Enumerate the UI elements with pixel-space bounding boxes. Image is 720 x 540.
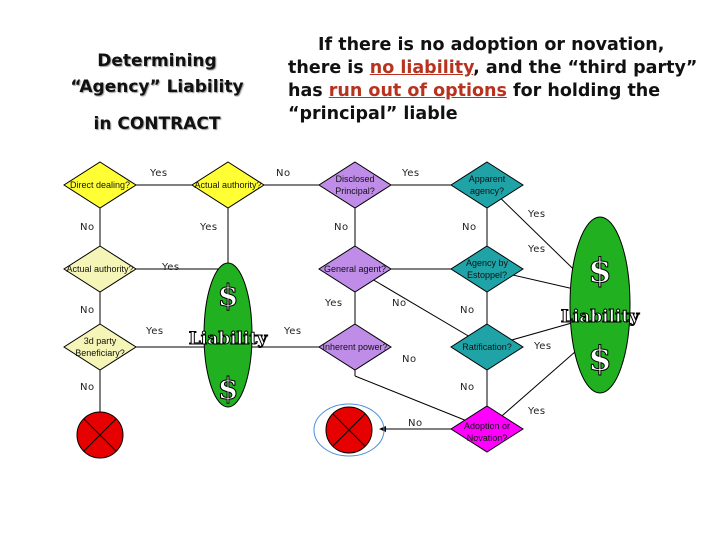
edge-label-yes-11: Yes (527, 406, 546, 417)
edge-label-yes-4: Yes (527, 209, 546, 220)
diamond-direct-dealing (63, 161, 137, 209)
diamond-ratification (450, 323, 524, 371)
liability-node-right: $ Liability $ (560, 216, 641, 394)
diamond-apparent-agency (450, 161, 524, 209)
conclusion-highlight-2: run out of options (328, 81, 507, 101)
liability-word-center: Liability (189, 329, 269, 349)
edge-label-no-7: No (460, 305, 475, 316)
conclusion-highlight-1: no liability (369, 58, 474, 78)
label-adoption-line-2: Novation? (467, 433, 508, 443)
dollar-sign-right-top: $ (588, 251, 612, 291)
label-inherent-power: Inherent power? (322, 342, 387, 352)
label-actual-authority-2: Actual authority? (66, 264, 133, 274)
edge-label-yes-7: Yes (324, 298, 343, 309)
title-line-2: “Agency” Liability (70, 77, 244, 97)
label-apparent-line-2: agency? (470, 186, 504, 196)
label-ratification: Ratification? (462, 342, 512, 352)
decision-nodes (63, 161, 524, 453)
diamond-adoption-novation (450, 405, 524, 453)
diamond-inherent-power (318, 323, 392, 371)
connector-general-no (354, 268, 488, 348)
edge-label-no-8: No (402, 354, 417, 365)
cross-line-4 (332, 413, 366, 447)
liability-ellipse-right (569, 216, 631, 394)
edge-label-no-4: No (462, 222, 477, 233)
edge-label-no-6: No (392, 298, 407, 309)
liability-word-right: Liability (561, 307, 641, 327)
label-actual-authority-1: Actual authority? (194, 180, 261, 190)
highlight-ring (313, 403, 385, 457)
diamond-actual-authority-1 (191, 161, 265, 209)
dollar-sign-right-bottom: $ (588, 339, 612, 379)
edge-label-yes-2: Yes (401, 168, 420, 179)
conclusion-part-3: for holding the “principal” liable (288, 81, 661, 124)
label-direct-dealing: Direct dealing? (70, 180, 130, 190)
cross-line-2 (83, 418, 117, 452)
diamond-agency-by-estoppel (450, 245, 524, 293)
edge-label-yes-9: Yes (283, 326, 302, 337)
edge-label-no-10: No (460, 382, 475, 393)
diamond-general-agent (318, 245, 392, 293)
edge-label-yes-6: Yes (161, 262, 180, 273)
connector-lines (99, 184, 601, 432)
label-general-agent: General agent? (324, 264, 386, 274)
title-line-1: Determining (97, 51, 217, 71)
liability-node-center: $ Liability $ (188, 262, 269, 408)
label-disclosed-line-2: Principal? (335, 186, 375, 196)
edge-label-no-5: No (80, 305, 95, 316)
liability-ellipse-center (203, 262, 253, 408)
conclusion-part-2: , and the “third party” has (288, 58, 698, 101)
label-adoption-line-1: Adoption or (464, 421, 510, 431)
diamond-third-party-beneficiary (63, 323, 137, 371)
edge-label-no-9: No (80, 382, 95, 393)
label-third-party-line-1: 3d party (84, 336, 117, 346)
dollar-sign-bottom: $ (218, 372, 239, 407)
edge-label-yes-10: Yes (533, 341, 552, 352)
edge-label-yes-3: Yes (199, 222, 218, 233)
conclusion-part-1: If there is no adoption or novation, the… (288, 35, 665, 78)
edge-label-yes-1: Yes (149, 168, 168, 179)
label-estoppel-line-2: Estoppel? (467, 270, 507, 280)
edge-label-no-1: No (276, 168, 291, 179)
dollar-sign-top: $ (218, 279, 239, 314)
no-liability-center (313, 403, 385, 457)
label-disclosed-line-1: Disclosed (335, 174, 374, 184)
conclusion-text: If there is no adoption or novation, the… (288, 34, 713, 126)
edge-label-no-3: No (334, 222, 349, 233)
edge-label-no-2: No (80, 222, 95, 233)
label-third-party-line-2: Beneficiary? (75, 348, 125, 358)
label-estoppel-line-1: Agency by (466, 258, 509, 268)
no-liability-left (76, 411, 124, 459)
edge-label-yes-8: Yes (145, 326, 164, 337)
diamond-disclosed-principal (318, 161, 392, 209)
edge-label-yes-5: Yes (527, 244, 546, 255)
title-line-3: in CONTRACT (93, 114, 221, 134)
diamond-actual-authority-2 (63, 245, 137, 293)
label-apparent-line-1: Apparent (469, 174, 506, 184)
edge-label-no-11: No (408, 418, 423, 429)
